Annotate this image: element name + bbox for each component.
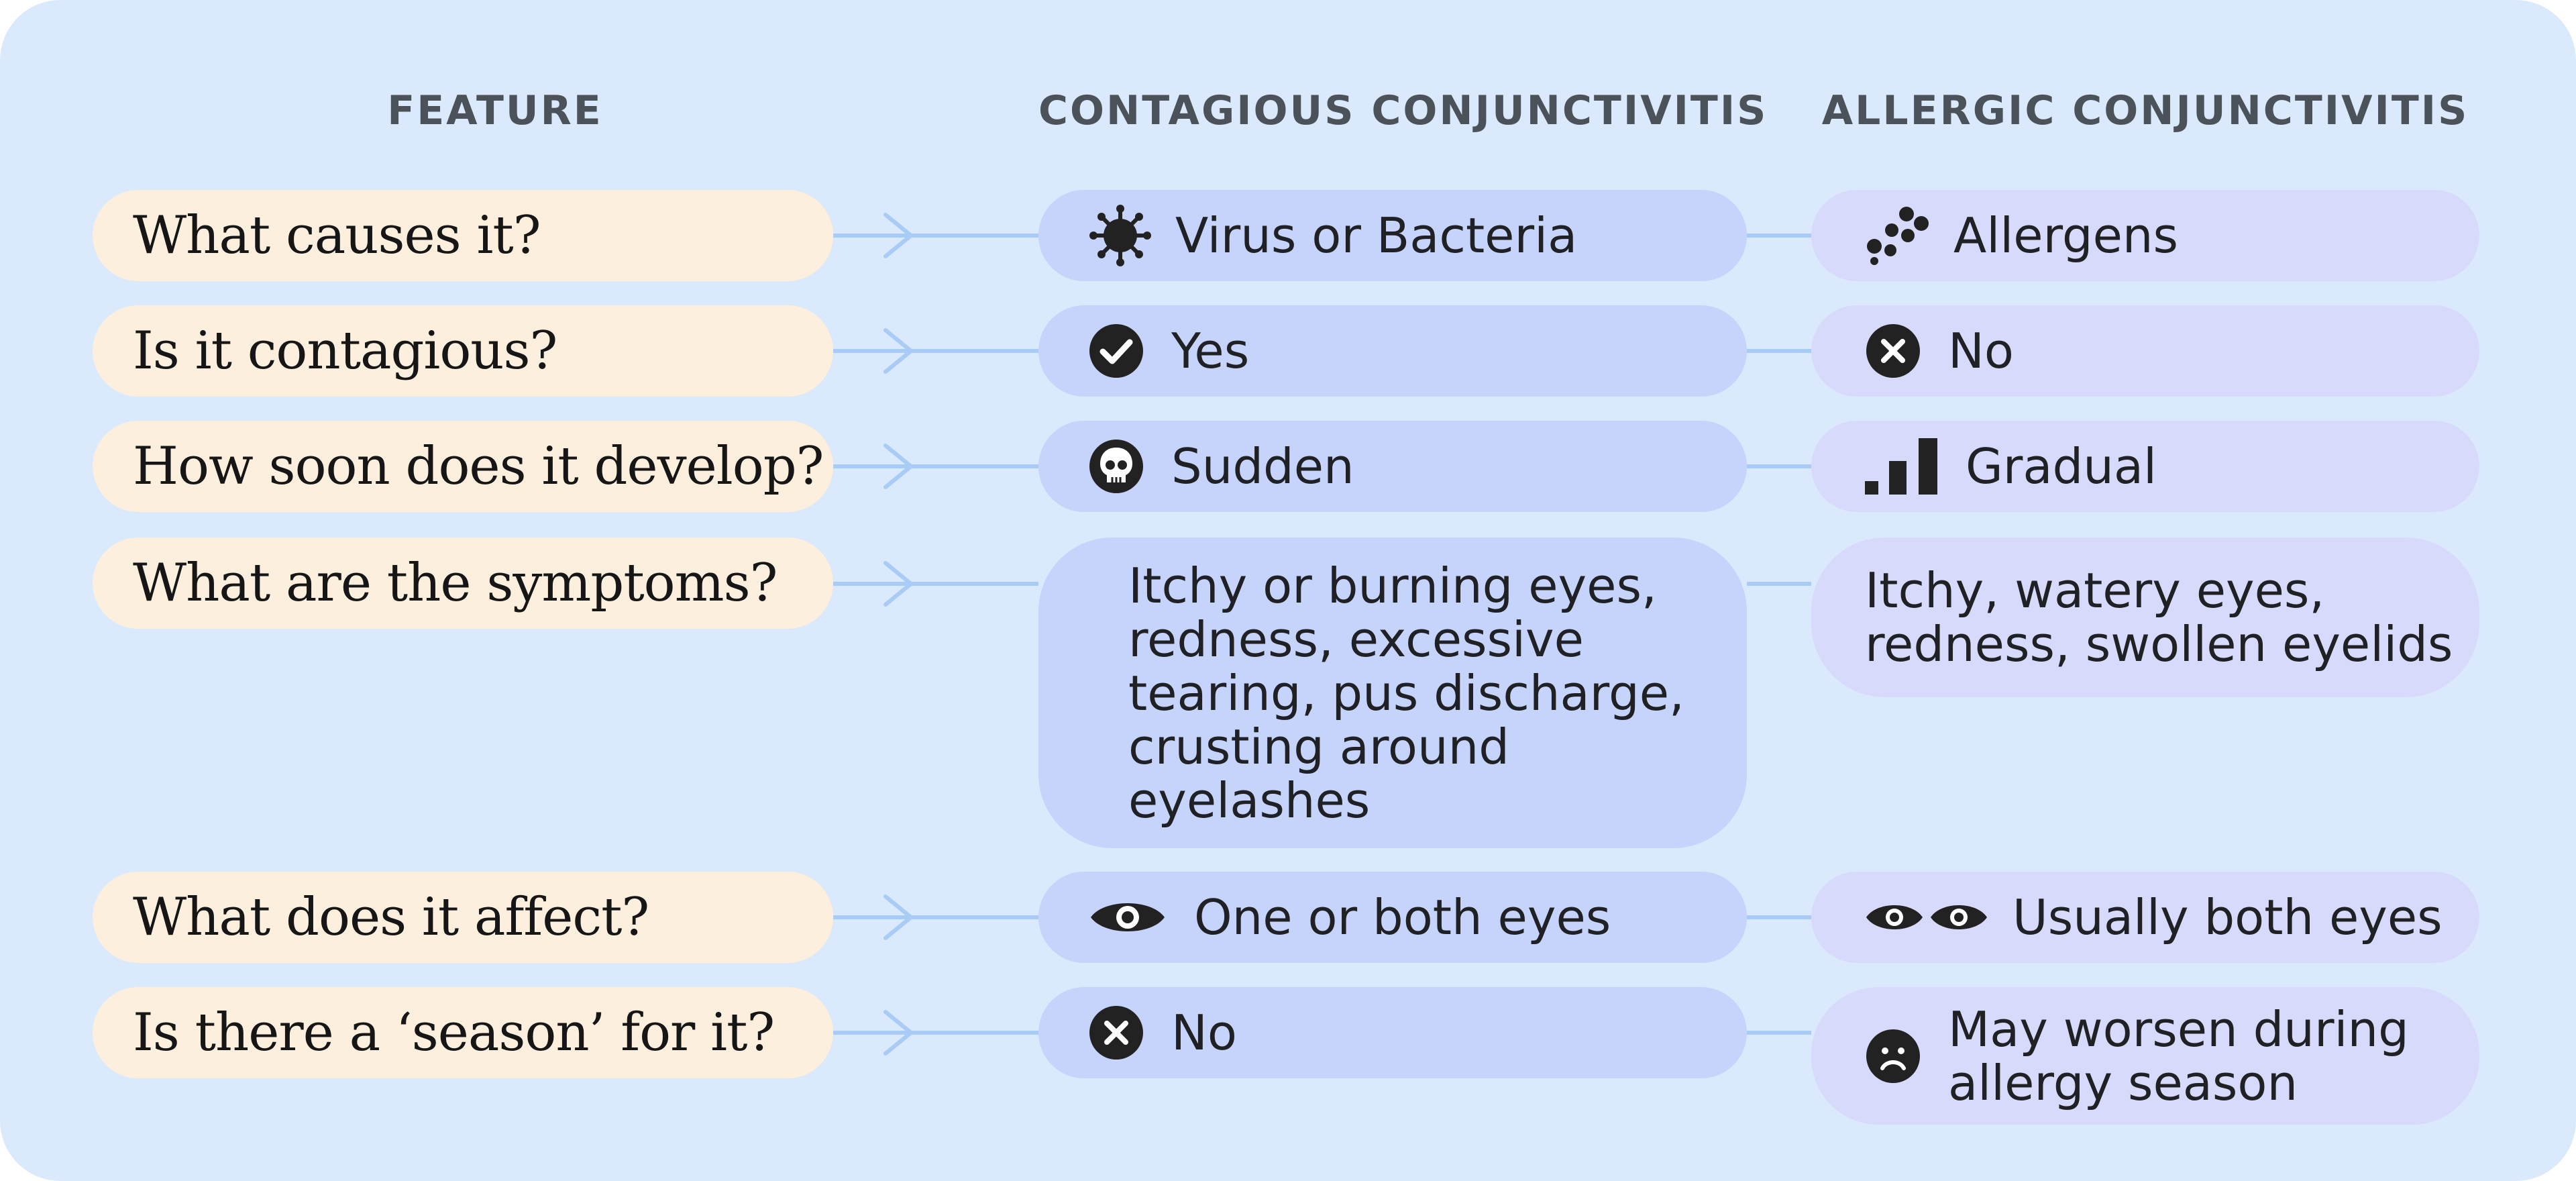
chevron-right-icon [883, 561, 913, 607]
two-eyes-icon [1866, 905, 1987, 929]
feature-label: What causes it? [133, 205, 541, 266]
feature-pill: What does it affect? [93, 872, 833, 963]
x-circle-icon [1866, 324, 1920, 378]
skull-icon [1089, 440, 1143, 493]
feature-label: What does it affect? [133, 887, 649, 947]
allergic-value: May worsen during allergy season [1948, 1003, 2409, 1110]
contagious-value: No [1171, 1005, 1237, 1061]
connector-line [1747, 1031, 1811, 1035]
connector-line [833, 464, 1038, 468]
connector-line [833, 915, 1038, 919]
contagious-cell: Yes [1038, 305, 1747, 397]
contagious-cell: Virus or Bacteria [1038, 190, 1747, 281]
allergic-cell: Usually both eyes [1811, 872, 2479, 963]
value-line: May worsen during [1948, 1000, 2409, 1058]
contagious-value: One or both eyes [1194, 889, 1611, 945]
allergic-value: Allergens [1953, 207, 2179, 264]
row-causes: What causes it? Virus or Bacteria Allerg… [0, 189, 2576, 282]
virus-icon [1089, 205, 1151, 266]
feature-label: How soon does it develop? [133, 436, 824, 497]
row-symptoms: What are the symptoms? Itchy or burning … [0, 535, 2576, 848]
connector-line [833, 582, 1038, 586]
row-affect: What does it affect? One or both eyes Us… [0, 871, 2576, 964]
allergic-value: Gradual [1966, 438, 2157, 495]
symptom-line: Itchy, watery eyes, [1865, 562, 2325, 619]
row-contagious: Is it contagious? Yes No [0, 305, 2576, 397]
chevron-right-icon [883, 444, 913, 489]
contagious-cell: Itchy or burning eyes, redness, excessiv… [1038, 537, 1747, 848]
row-onset: How soon does it develop? Sudden Gradual [0, 420, 2576, 513]
allergic-cell: Allergens [1811, 190, 2479, 281]
feature-pill: Is it contagious? [93, 305, 833, 397]
feature-pill: What are the symptoms? [93, 537, 833, 629]
symptom-line: crusting around [1128, 718, 1509, 775]
contagious-cell: One or both eyes [1038, 872, 1747, 963]
connector-line [1747, 234, 1811, 238]
feature-label: Is it contagious? [133, 321, 557, 381]
contagious-value: Sudden [1171, 438, 1354, 495]
connector-line [1747, 349, 1811, 353]
bar-chart-icon [1865, 438, 1937, 495]
symptom-line: eyelashes [1128, 772, 1371, 829]
symptom-line: tearing, pus discharge, [1128, 664, 1684, 721]
sad-face-icon [1866, 1029, 1920, 1083]
symptom-line: redness, swollen eyelids [1865, 616, 2453, 672]
allergic-value: Itchy, watery eyes, redness, swollen eye… [1865, 564, 2453, 671]
contagious-value: Virus or Bacteria [1175, 207, 1578, 264]
contagious-value: Itchy or burning eyes, redness, excessiv… [1128, 559, 1684, 827]
feature-label: What are the symptoms? [133, 553, 777, 613]
symptom-line: Itchy or burning eyes, [1128, 557, 1657, 614]
allergic-cell: Gradual [1811, 421, 2479, 512]
allergic-cell: May worsen during allergy season [1811, 987, 2479, 1125]
connector-line [1747, 915, 1811, 919]
header-allergic: ALLERGIC CONJUNCTIVITIS [1821, 87, 2469, 134]
connector-line [1747, 582, 1811, 586]
feature-pill: Is there a ‘season’ for it? [93, 987, 833, 1078]
allergic-cell: No [1811, 305, 2479, 397]
contagious-cell: Sudden [1038, 421, 1747, 512]
contagious-cell: No [1038, 987, 1747, 1078]
header-feature: FEATURE [387, 87, 603, 134]
contagious-value: Yes [1171, 323, 1250, 379]
allergic-value: Usually both eyes [2012, 889, 2443, 945]
chevron-right-icon [883, 328, 913, 374]
connector-line [833, 349, 1038, 353]
feature-pill: What causes it? [93, 190, 833, 281]
row-season: Is there a ‘season’ for it? No May worse… [0, 986, 2576, 1125]
check-circle-icon [1089, 324, 1143, 378]
feature-pill: How soon does it develop? [93, 421, 833, 512]
symptom-line: redness, excessive [1128, 611, 1584, 668]
header-contagious: CONTAGIOUS CONJUNCTIVITIS [1038, 87, 1768, 134]
chevron-right-icon [883, 1010, 913, 1056]
value-line: allergy season [1948, 1054, 2298, 1111]
eye-icon [1091, 903, 1165, 931]
chevron-right-icon [883, 213, 913, 258]
feature-label: Is there a ‘season’ for it? [133, 1003, 775, 1063]
allergic-cell: Itchy, watery eyes, redness, swollen eye… [1811, 537, 2479, 697]
connector-line [833, 234, 1038, 238]
connector-line [1747, 464, 1811, 468]
x-circle-icon [1089, 1006, 1143, 1060]
allergen-dots-icon [1867, 207, 1929, 265]
connector-line [833, 1031, 1038, 1035]
chevron-right-icon [883, 894, 913, 940]
allergic-value: No [1948, 323, 2014, 379]
